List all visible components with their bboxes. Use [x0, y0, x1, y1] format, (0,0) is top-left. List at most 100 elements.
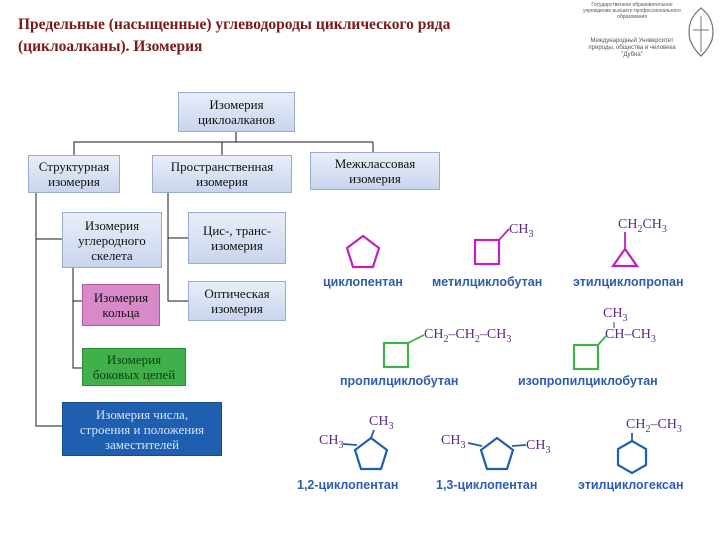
page-title: Предельные (насыщенные) углеводороды цик…: [18, 14, 558, 58]
dmcp13-ch3-right: CH3: [526, 438, 550, 456]
isopropyl-ch3-right: CH: [631, 327, 650, 342]
isopropyl-ch3-top-sub: 3: [622, 313, 627, 324]
connector-root-bus: [73, 132, 237, 155]
node-root-line-1: Изомерия: [209, 97, 264, 112]
connector-skeleton-bus: [72, 268, 82, 369]
logo-text: Государственное образовательное учрежден…: [582, 2, 682, 59]
dmcp13-ch3-left-sub: 3: [460, 440, 465, 451]
propyl-c2: CH: [455, 327, 474, 342]
cyclopentane-structure: циклопентан: [323, 234, 403, 289]
node-interclass-line-1: Межклассовая: [334, 156, 416, 171]
isopropyl-ch: CH: [605, 327, 624, 342]
node-interclass-line-2: изомерия: [349, 171, 401, 186]
node-substituent-line-2: строения и положения: [79, 421, 205, 437]
dmcp13-ch3-left: CH3: [441, 433, 465, 451]
dmcp12-ch3-top-sub: 3: [388, 421, 393, 432]
cyclobutane-ring: [473, 238, 501, 266]
dimethylcyclopentane-13-structure: CH3 CH3 1,3-циклопентан: [436, 433, 550, 492]
node-ring-line-1: Изомерия: [93, 290, 149, 305]
dmcp13-ch3-left-ch: CH: [441, 433, 460, 448]
dmcp12-ch3-left: CH3: [319, 433, 343, 451]
propyl-c3-sub: 3: [506, 334, 511, 345]
propylcyclobutane-structure: CH2–CH2–CH3 пропилциклобутан: [340, 327, 511, 388]
isopropyl-cyclobutane-ring: [572, 343, 600, 371]
node-side-chain-line-1: Изомерия: [106, 352, 162, 367]
node-substituent-line-1: Изомерия числа,: [95, 406, 189, 422]
ech-dash: –: [649, 417, 658, 432]
propyl-c1: CH: [424, 327, 443, 342]
logo-emblem-icon: [688, 7, 714, 57]
dmcp12-bond-left: [342, 443, 358, 446]
node-structural-line-1: Структурная: [38, 159, 110, 174]
cyclopropane-ring: [610, 247, 640, 268]
isopropyl-ch3-top-ch: CH: [603, 306, 622, 321]
node-cis-trans-line-2: изомерия: [211, 238, 263, 253]
caption-methylcyclobutane: метилциклобутан: [432, 275, 542, 289]
logo-line-2: Международный Университет природы, общес…: [588, 38, 676, 58]
logo-line-1: Государственное образовательное учрежден…: [583, 2, 681, 20]
node-spatial-line-1: Пространственная: [170, 159, 274, 174]
propyl-dash2: –: [479, 327, 488, 342]
tree-connectors: [35, 132, 374, 427]
methyl-group: CH3: [509, 222, 533, 240]
isopropyl-dash: –: [623, 327, 632, 342]
caption-isopropylcyclobutane: изопропилциклобутан: [518, 374, 658, 388]
cyclopentane-ring: [345, 234, 381, 269]
node-skeleton-line-2: углеродного: [78, 232, 146, 248]
ech-ch3-sub: 3: [677, 424, 682, 435]
node-root-line-2: циклоалканов: [197, 112, 276, 127]
ethylcyclohexane-structure: CH2–CH3 этилциклогексан: [578, 417, 684, 492]
propyl-dash1: –: [447, 327, 456, 342]
propyl-c1-sub: 2: [443, 334, 448, 345]
university-logo: Государственное образовательное учрежден…: [582, 2, 718, 60]
dmcp13-ch3-right-sub: 3: [545, 445, 550, 456]
caption-13-cyclopentane: 1,3-циклопентан: [436, 478, 537, 492]
dimethylcyclopentane-12-structure: CH3 CH3 1,2-циклопентан: [297, 414, 398, 492]
connector-structural-bus: [35, 193, 62, 427]
propyl-c2-sub: 2: [475, 334, 480, 345]
ethyl-sub2: 2: [637, 224, 642, 235]
methyl-bond: [498, 228, 510, 241]
ethyl-sub3: 3: [662, 224, 667, 235]
ech-ethyl-group: CH2–CH3: [626, 417, 682, 435]
dmcp13-bond-right: [511, 444, 527, 447]
node-cis-trans-line-1: Цис-, транс-: [202, 223, 272, 238]
propyl-c3: CH: [487, 327, 506, 342]
dmcp12-bond-top: [370, 429, 375, 439]
ethyl-group: CH2CH3: [618, 217, 667, 235]
node-optical-line-1: Оптическая: [204, 286, 270, 301]
dmcp12-ch3-top: CH3: [369, 414, 393, 432]
node-skeleton-line-3: скелета: [91, 247, 133, 263]
node-structural-line-2: изомерия: [48, 174, 100, 189]
title-line-1: Предельные (насыщенные) углеводороды цик…: [18, 16, 451, 33]
isopropylcyclobutane-structure: CH3 CH–CH3 изопропилциклобутан: [518, 306, 658, 388]
ethylcyclopropane-structure: CH2CH3 этилциклопропан: [573, 217, 684, 289]
ech-ch2: CH: [626, 417, 645, 432]
caption-propylcyclobutane: пропилциклобутан: [340, 374, 458, 388]
dmcp13-ch3-right-ch: CH: [526, 438, 545, 453]
dmcp12-ch3-left-ch: CH: [319, 433, 338, 448]
title-line-2: (циклоалканы). Изомерия: [18, 38, 203, 55]
connector-spatial-bus: [167, 193, 188, 302]
node-substituent-line-3: заместителей: [104, 436, 180, 452]
isopropyl-ch3-right-sub: 3: [651, 334, 656, 345]
node-side-chain-line-2: боковых цепей: [92, 367, 176, 382]
caption-ethylcyclohexane: этилциклогексан: [578, 478, 684, 492]
propyl-cyclobutane-ring: [382, 341, 410, 369]
caption-ethylcyclopropane: этилциклопропан: [573, 275, 684, 289]
ech-ch3: CH: [657, 417, 676, 432]
ech-ch2-sub: 2: [645, 424, 650, 435]
isopropyl-ch3-top: CH3: [603, 306, 627, 324]
dmcp13-bond-left: [467, 442, 483, 447]
node-optical-line-2: изомерия: [211, 301, 263, 316]
